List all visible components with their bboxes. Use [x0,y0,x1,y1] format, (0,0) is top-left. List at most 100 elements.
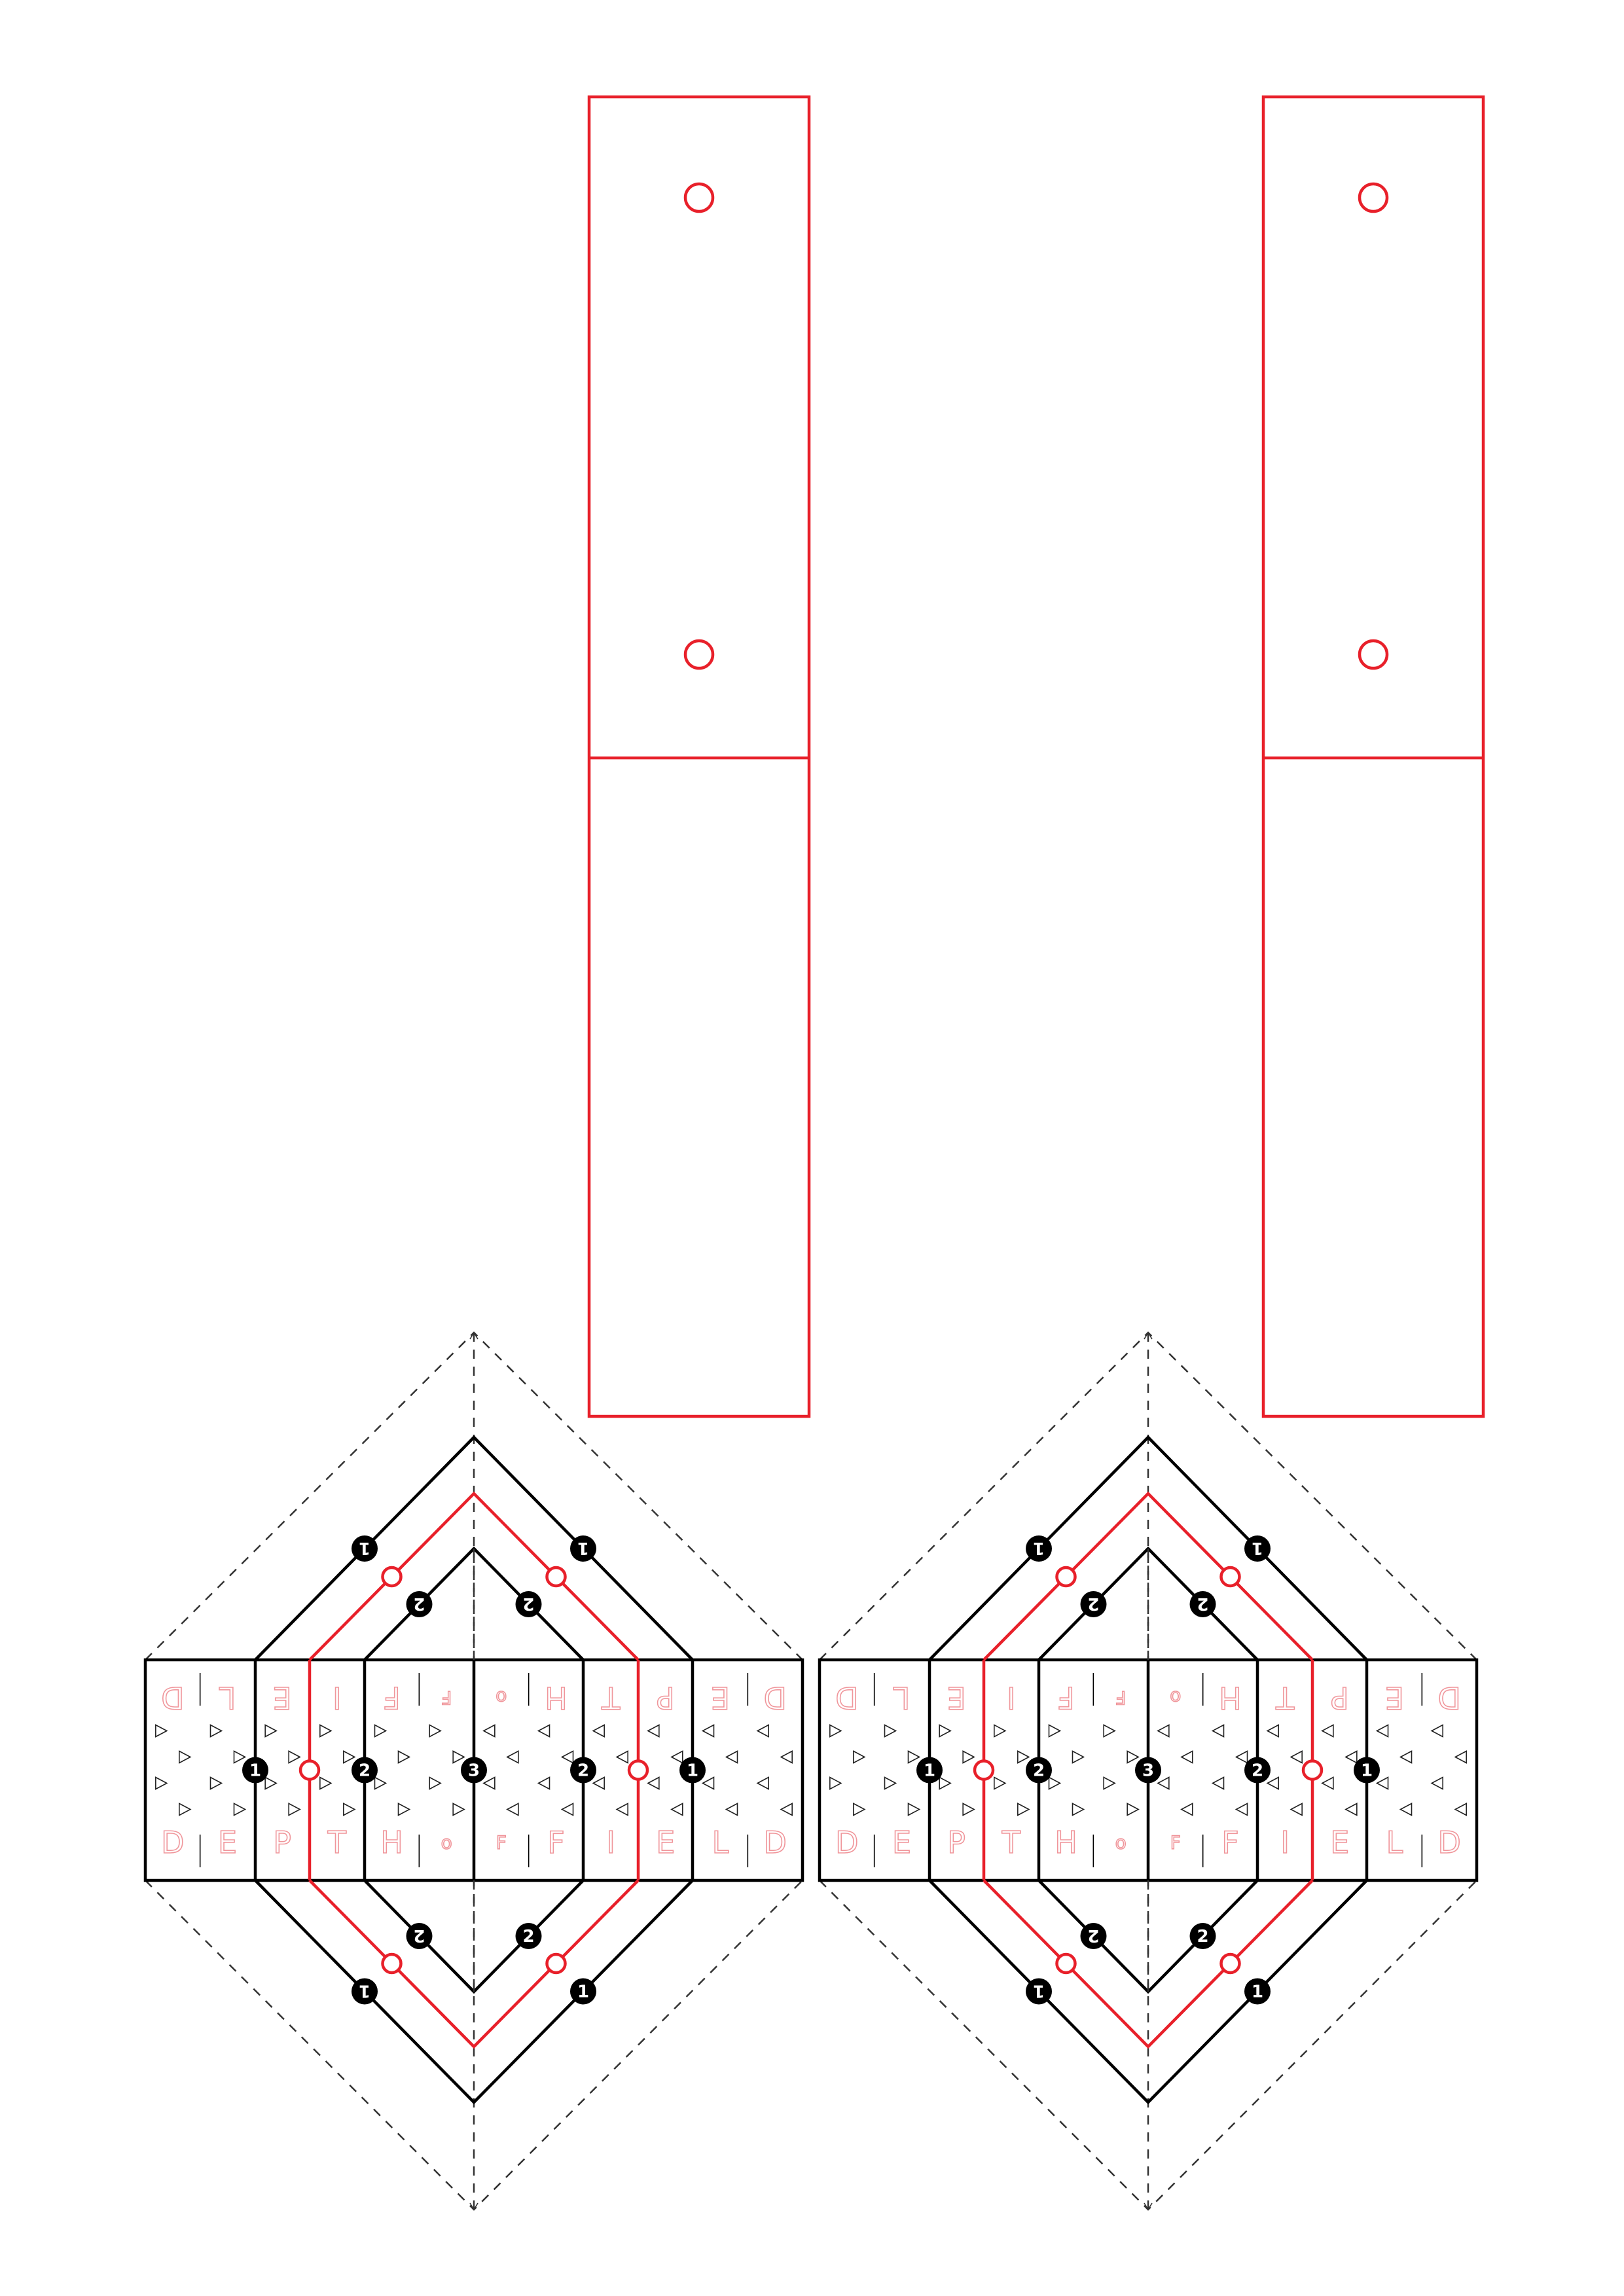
cut-panel [587,95,811,1418]
triangle-arrow-icon [1321,1724,1334,1738]
outline-letter: E [1330,1825,1349,1860]
fold-order-badge: 2 [1080,1923,1107,1949]
triangle-arrow-icon [1048,1776,1062,1790]
fold-order-badge: 2 [1189,1923,1216,1949]
outline-letter: H [1055,1825,1077,1860]
cut-hole-marker [1301,1759,1324,1781]
outline-letter-rotated: o [1170,1687,1181,1709]
badge-circle [515,1923,542,1949]
outline-letter: D [763,1825,786,1860]
triangle-arrow-icon [939,1724,952,1738]
badge-number: 2 [413,1926,425,1945]
triangle-arrow-icon [1344,1750,1358,1764]
triangle-arrow-icon [1048,1724,1062,1738]
outline-letter-rotated: I [1007,1680,1016,1715]
outline-letter: F [1221,1825,1238,1860]
badge-number: 1 [1252,1538,1263,1558]
cut-hole-marker [545,1952,567,1975]
triangle-arrow-icon [1157,1724,1170,1738]
triangle-arrow-icon [179,1750,192,1764]
triangle-arrow-icon [233,1750,247,1764]
triangle-arrow-icon [1290,1803,1303,1816]
outline-letter: F [1170,1832,1181,1854]
triangle-arrow-icon [670,1750,683,1764]
badge-circle [1189,1591,1216,1617]
badge-circle [352,1757,378,1784]
triangle-arrow-icon [907,1750,921,1764]
badge-number: 1 [687,1761,698,1781]
triangle-arrow-icon [780,1750,793,1764]
triangle-arrow-icon [1180,1750,1193,1764]
fold-order-badge: 1 [242,1757,268,1784]
fold-order-badge: 2 [406,1591,433,1617]
triangle-arrow-icon [592,1724,605,1738]
triangle-arrow-icon [288,1803,301,1816]
badge-number: 1 [924,1761,935,1781]
badge-circle [1080,1591,1107,1617]
badge-number: 3 [1142,1761,1154,1781]
badge-circle [1244,1978,1271,2005]
outline-letter-rotated: E [947,1680,966,1715]
outline-letter-rotated: L [893,1680,910,1715]
outline-letter-rotated: H [1219,1680,1242,1715]
triangle-arrow-icon [343,1803,356,1816]
outline-letter: D [835,1825,858,1860]
cut-hole-marker [1219,1952,1241,1975]
fold-order-badge: 2 [1189,1591,1216,1617]
outline-letter-rotated: P [1331,1680,1349,1715]
outline-letter-rotated: L [219,1680,236,1715]
triangle-arrow-icon [429,1724,442,1738]
triangle-arrow-icon [560,1750,574,1764]
triangle-arrow-icon [1266,1724,1279,1738]
fold-frame-outer-bottom [928,1879,1368,2105]
fold-order-badge: 3 [1135,1757,1161,1784]
outline-letter: L [712,1825,729,1860]
triangle-arrow-icon [1017,1750,1030,1764]
triangle-arrow-icon [397,1750,411,1764]
badge-number: 1 [359,1538,370,1558]
badge-number: 1 [1033,1538,1045,1558]
triangle-arrow-icon [701,1724,715,1738]
triangle-arrow-icon [1430,1724,1443,1738]
cut-hole-marker [545,1566,567,1588]
outline-letter: E [656,1825,675,1860]
triangle-arrow-icon [397,1803,411,1816]
cut-frame-middle-bottom [308,1879,640,2049]
cut-hole-marker [973,1759,995,1781]
outline-letter: T [1001,1825,1021,1860]
punch-hole-bottom [683,639,715,670]
outline-letter-rotated: F [441,1687,452,1709]
outline-letter-rotated: E [1385,1680,1404,1715]
triangle-arrow-icon [233,1803,247,1816]
triangle-arrow-icon [537,1776,550,1790]
triangle-arrow-icon [725,1750,738,1764]
badge-circle [1244,1757,1271,1784]
outline-letter-rotated: E [711,1680,730,1715]
outline-letter: H [380,1825,403,1860]
triangle-arrow-icon [1017,1803,1030,1816]
triangle-arrow-icon [884,1776,897,1790]
triangle-arrow-icon [1321,1776,1334,1790]
outline-letter-rotated: F [1115,1687,1126,1709]
fold-order-badge: 2 [1244,1757,1271,1784]
triangle-arrow-icon [1375,1724,1389,1738]
outline-letter-rotated: T [1275,1680,1295,1715]
triangle-arrow-icon [1127,1803,1140,1816]
outline-letter: F [547,1825,564,1860]
badge-circle [352,1978,378,2005]
outline-letter-rotated: H [545,1680,568,1715]
fold-order-badge: 2 [352,1757,378,1784]
triangle-arrow-icon [829,1724,842,1738]
fold-order-badge: 2 [515,1923,542,1949]
triangle-arrow-icon [853,1750,866,1764]
badge-number: 2 [413,1594,425,1613]
fold-order-badge: 1 [1354,1757,1380,1784]
triangle-arrow-icon [1157,1776,1170,1790]
triangle-arrow-icon [343,1750,356,1764]
triangle-arrow-icon [1235,1803,1248,1816]
cut-hole-marker [1055,1952,1077,1975]
triangle-arrow-icon [756,1724,769,1738]
fold-frame-outer-bottom [254,1879,694,2105]
fold-order-badge: 1 [570,1535,596,1562]
